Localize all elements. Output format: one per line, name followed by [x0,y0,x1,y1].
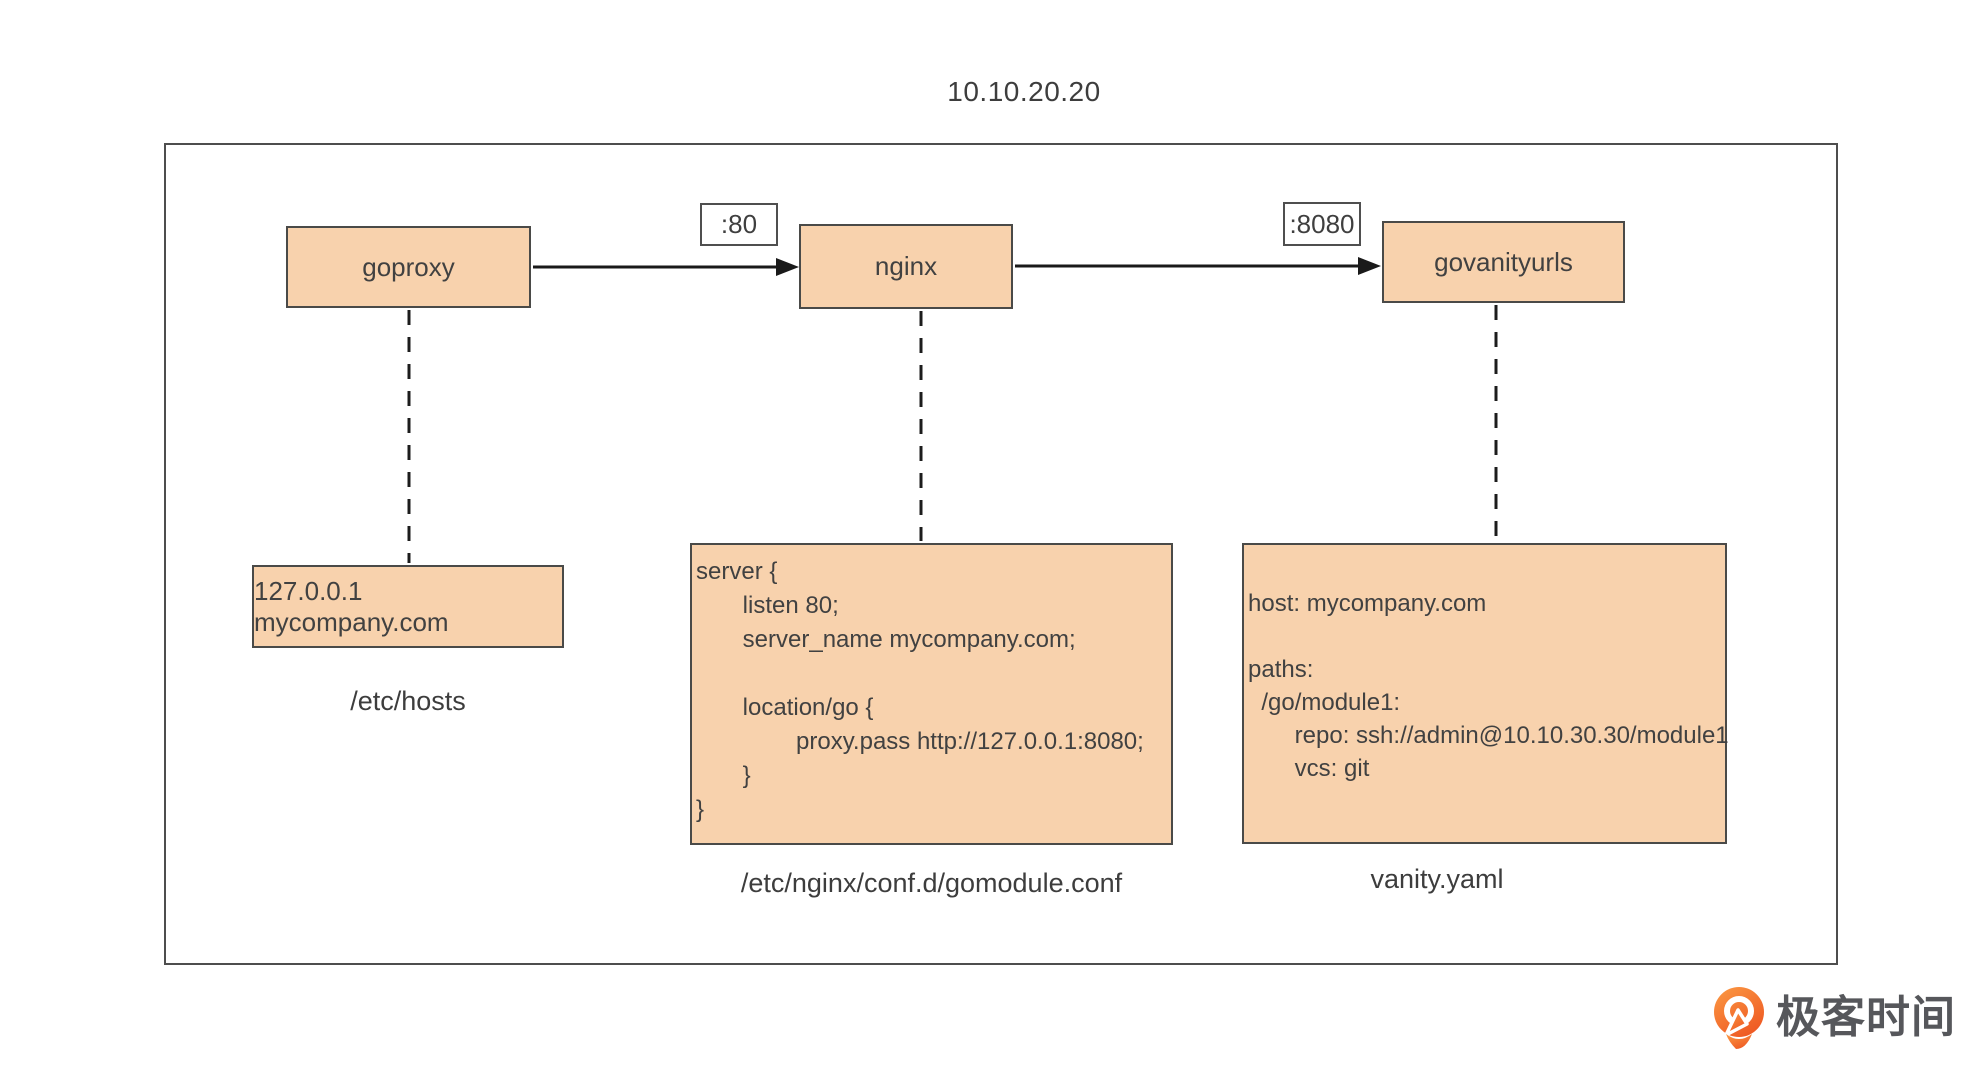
node-govanityurls-label: govanityurls [1434,246,1573,277]
hosts-file-box: 127.0.0.1 mycompany.com [252,565,564,648]
vanity-yaml-box: host: mycompany.com paths: /go/module1: … [1242,543,1729,844]
vanity-yaml-caption: vanity.yaml [1370,864,1504,894]
geektime-logo: 极客时间 [1712,986,1956,1050]
port-80-text: :80 [720,209,758,239]
geektime-logo-text: 极客时间 [1776,993,1956,1042]
server-ip-title: 10.10.20.20 [947,76,1101,107]
nginx-conf-box: server { listen 80; server_name mycompan… [690,543,1173,845]
node-govanityurls: govanityurls [1382,221,1625,303]
port-label-8080: :8080 [1283,202,1361,246]
hosts-file-content: 127.0.0.1 mycompany.com [254,575,449,637]
port-8080-text: :8080 [1289,208,1355,239]
geektime-pin-icon [1714,987,1764,1049]
vanity-yaml-content: host: mycompany.com paths: /go/module1: … [1248,590,1729,782]
nginx-conf-caption: /etc/nginx/conf.d/gomodule.conf [740,868,1123,898]
port-label-80: :80 [700,203,778,246]
node-goproxy-label: goproxy [362,251,455,282]
node-goproxy: goproxy [286,226,531,308]
node-nginx-label: nginx [874,251,938,281]
hosts-file-caption: /etc/hosts [350,686,466,716]
nginx-conf-content: server { listen 80; server_name mycompan… [696,558,1144,823]
node-nginx: nginx [799,224,1013,309]
server-boundary-box [164,143,1838,965]
